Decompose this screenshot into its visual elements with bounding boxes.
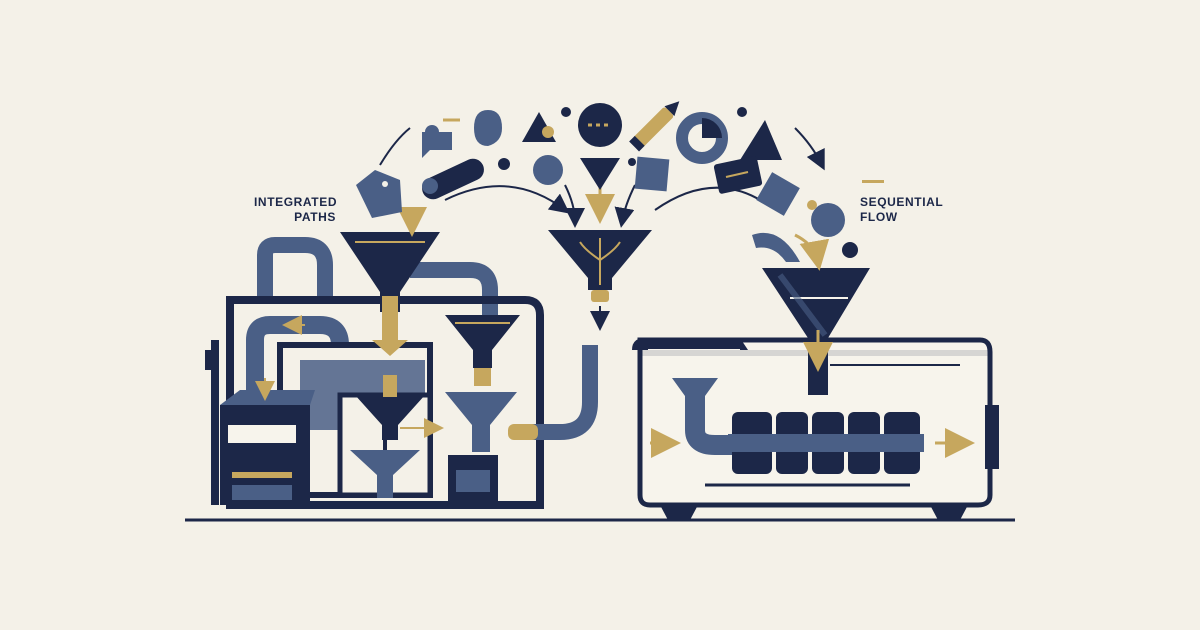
triangle-icon <box>580 158 620 190</box>
label-integrated-paths: INTEGRATED PATHS <box>254 195 338 225</box>
funnel-icon <box>445 315 520 368</box>
funnel-icon <box>445 392 517 452</box>
capsule-icon <box>422 158 484 200</box>
label-line: INTEGRATED <box>254 195 338 209</box>
square-icon <box>756 172 800 216</box>
label-line: PATHS <box>294 210 336 224</box>
triangle-icon <box>740 120 782 160</box>
funnel-icon <box>340 232 440 312</box>
circle-icon <box>842 242 858 258</box>
flow-arcs <box>379 127 830 271</box>
funnel-icon <box>355 395 425 440</box>
funnel-icon <box>350 450 420 498</box>
floating-shapes <box>356 101 884 262</box>
label-sequential-flow: SEQUENTIAL FLOW <box>860 195 970 225</box>
hook-icon <box>752 232 800 262</box>
right-machine <box>632 268 999 520</box>
pencil-icon <box>629 101 680 152</box>
funnel-icon <box>672 378 718 405</box>
circle-icon <box>811 203 845 237</box>
square-icon <box>634 156 670 192</box>
circle-icon <box>533 155 563 185</box>
circle-icon <box>474 110 502 146</box>
middle-funnel <box>548 230 652 331</box>
funnel-icon <box>762 268 870 395</box>
label-line: SEQUENTIAL <box>860 195 944 209</box>
tag-icon <box>356 170 402 218</box>
label-line: FLOW <box>860 210 898 224</box>
left-machine <box>205 232 598 509</box>
